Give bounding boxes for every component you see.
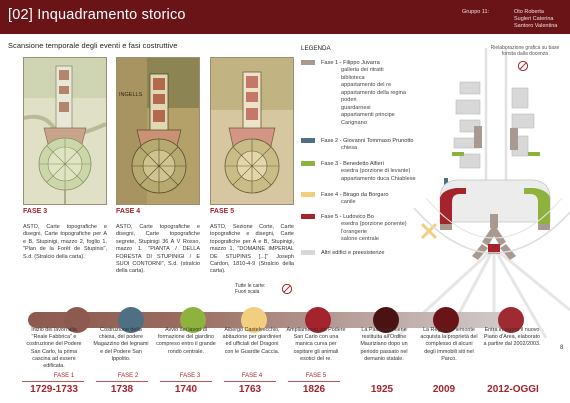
note-line: Fuori scala <box>235 289 260 296</box>
legend-details-fase-3: esedra (porzione di levante) appartament… <box>341 168 416 183</box>
timeline-underline <box>22 381 84 382</box>
legend-detail: appartamento del re <box>341 82 392 88</box>
legend-detail: appartamenti principe <box>341 112 395 118</box>
timeline-event-text: La Palazzina viene restituita all'Ordine… <box>360 327 408 362</box>
legend-swatch-fase-5 <box>301 214 315 219</box>
timeline-year: 1740 <box>174 384 198 395</box>
timeline-dot-1740 <box>180 307 206 333</box>
legend-item-fase-1: Fase 1 - Filippo Juvarra <box>321 60 380 66</box>
author-name: Santoro Valentina <box>514 23 558 29</box>
map-caption-fase-3: ASTO, Carte topografiche e disegni, Cart… <box>23 224 107 260</box>
legend-swatch-fase-3 <box>301 161 315 166</box>
no-scale-icon <box>281 283 293 295</box>
legend-details-fase-4: canile <box>341 199 356 207</box>
legend-swatch-fase-1 <box>301 60 315 65</box>
map-drawing <box>24 58 106 204</box>
timeline-year: 1925 <box>370 384 394 395</box>
map-label-fase-5: FASE 5 <box>210 208 235 215</box>
map-text-ingells: INGELLS <box>119 92 143 98</box>
page-number: 8 <box>560 345 564 351</box>
legend-details-fase-5: esedra (porzione ponente) l'orangerie sa… <box>341 221 407 244</box>
legend-detail: appartamento della regina <box>341 89 406 96</box>
site-plan <box>394 48 570 338</box>
scale-note: Tutte le carte: Fuori scala <box>235 283 265 295</box>
timeline-dot-1925 <box>373 307 399 333</box>
section-title: Scansione temporale degli eventi e fasi … <box>8 41 178 50</box>
header-bar: [02] Inquadramento storico Gruppo 11: Ot… <box>0 0 570 34</box>
author-name: Oto Roberta <box>514 9 544 15</box>
legend-detail: Carignano <box>341 119 367 126</box>
timeline-year: 1826 <box>302 384 326 395</box>
historic-map-fase-5 <box>210 57 294 205</box>
legend-detail: biblioteca <box>341 74 365 81</box>
timeline-phase: FASE 5 <box>305 373 327 379</box>
timeline-phase: FASE 1 <box>53 373 75 379</box>
legend-detail: salone centrale <box>341 236 379 242</box>
timeline-event-text: Costruzione della chiesa, del podere Mag… <box>93 327 149 362</box>
legend-swatch-fase-4 <box>301 192 315 197</box>
map-label-fase-4: FASE 4 <box>116 208 141 215</box>
timeline-underline <box>288 381 340 382</box>
timeline-dot-1729 <box>64 307 90 333</box>
timeline-year: 2009 <box>432 384 456 395</box>
legend-detail: l'orangerie <box>341 228 367 235</box>
timeline-underline <box>224 381 276 382</box>
legend-item-fase-2: Fase 2 - Giovanni Tommaso Prunotto <box>321 138 414 144</box>
map-caption-fase-5: ASTO, Sezione Corte, Carte topografiche … <box>210 224 294 275</box>
map-drawing: INGELLS <box>117 58 199 204</box>
legend-details-fase-2: chiesa <box>341 145 357 153</box>
timeline-dot-1763 <box>241 307 267 333</box>
author-names: Oto Roberta Sugleri Caterina Santoro Val… <box>514 9 557 30</box>
timeline-event-text: Ampliamento del Podere San Carlo con una… <box>286 327 346 362</box>
north-arrow-icon <box>517 60 529 72</box>
timeline-dot-2012 <box>498 307 524 333</box>
timeline-underline <box>96 381 148 382</box>
legend-item-fase-4: Fase 4 - Birago da Borgaro <box>321 192 389 198</box>
group-label: Gruppo 11: <box>462 9 490 15</box>
timeline-event-text: Inizio dei lavori alla "Reale Fabbrica" … <box>26 327 82 370</box>
legend-detail: galleria dei ritratti <box>341 67 384 73</box>
note-line: Tutte le carte: <box>235 283 266 289</box>
legend-swatch-fase-2 <box>301 138 315 143</box>
legend-details-fase-1: galleria dei ritratti biblioteca apparta… <box>341 67 406 127</box>
timeline-event-text: Entra in vigore il nuovo Piano d'Area, e… <box>483 327 541 348</box>
legend-swatch-altri <box>301 250 315 255</box>
historic-map-fase-4: INGELLS <box>116 57 200 205</box>
timeline-dot-1826 <box>305 307 331 333</box>
timeline-year: 1738 <box>110 384 134 395</box>
legend-detail: poderi <box>341 97 357 103</box>
timeline-dot-1738 <box>118 307 144 333</box>
author-name: Sugleri Caterina <box>514 16 554 22</box>
timeline-event-text: Avvio dei lavori di formazione del giard… <box>156 327 216 355</box>
timeline-year: 1729-1733 <box>30 384 78 395</box>
legend-detail: canile <box>341 199 356 205</box>
timeline-phase: FASE 3 <box>179 373 201 379</box>
timeline-dot-2009 <box>433 307 459 333</box>
legend-detail: esedra (porzione ponente) <box>341 221 407 227</box>
legend-item-altri: Altri edifici e preesistenze <box>321 250 385 256</box>
timeline-event-text: La Regione Piemonte acquista la propriet… <box>420 327 478 362</box>
timeline-year: 1763 <box>238 384 262 395</box>
legend-title: LEGENDA <box>301 45 331 52</box>
timeline-event-text: Albergo Castelvecchio, abitazione per gi… <box>222 327 282 355</box>
timeline-underline <box>160 381 212 382</box>
map-caption-fase-4: ASTO, Carte topografiche e disegni, Cart… <box>116 224 200 275</box>
legend-detail: guardarnesi <box>341 104 371 111</box>
timeline-year: 2012-OGGI <box>487 384 539 395</box>
timeline-phase: FASE 2 <box>117 373 139 379</box>
map-label-fase-3: FASE 3 <box>23 208 48 215</box>
legend-detail: chiesa <box>341 145 358 151</box>
legend-detail: appartamento duca Chiablese <box>341 175 416 182</box>
legend-item-fase-5: Fase 5 - Ludovico Bo <box>321 214 374 220</box>
timeline-phase: FASE 4 <box>241 373 263 379</box>
page-title: [02] Inquadramento storico <box>8 7 186 23</box>
legend-detail: esedra (porzione di levante) <box>341 168 411 174</box>
legend-item-fase-3: Fase 3 - Benedetto Alfieri <box>321 161 384 167</box>
plan-credit: Rielaborazione grafica su base fornita d… <box>490 45 560 57</box>
map-drawing <box>211 58 293 204</box>
historic-map-fase-3 <box>23 57 107 205</box>
